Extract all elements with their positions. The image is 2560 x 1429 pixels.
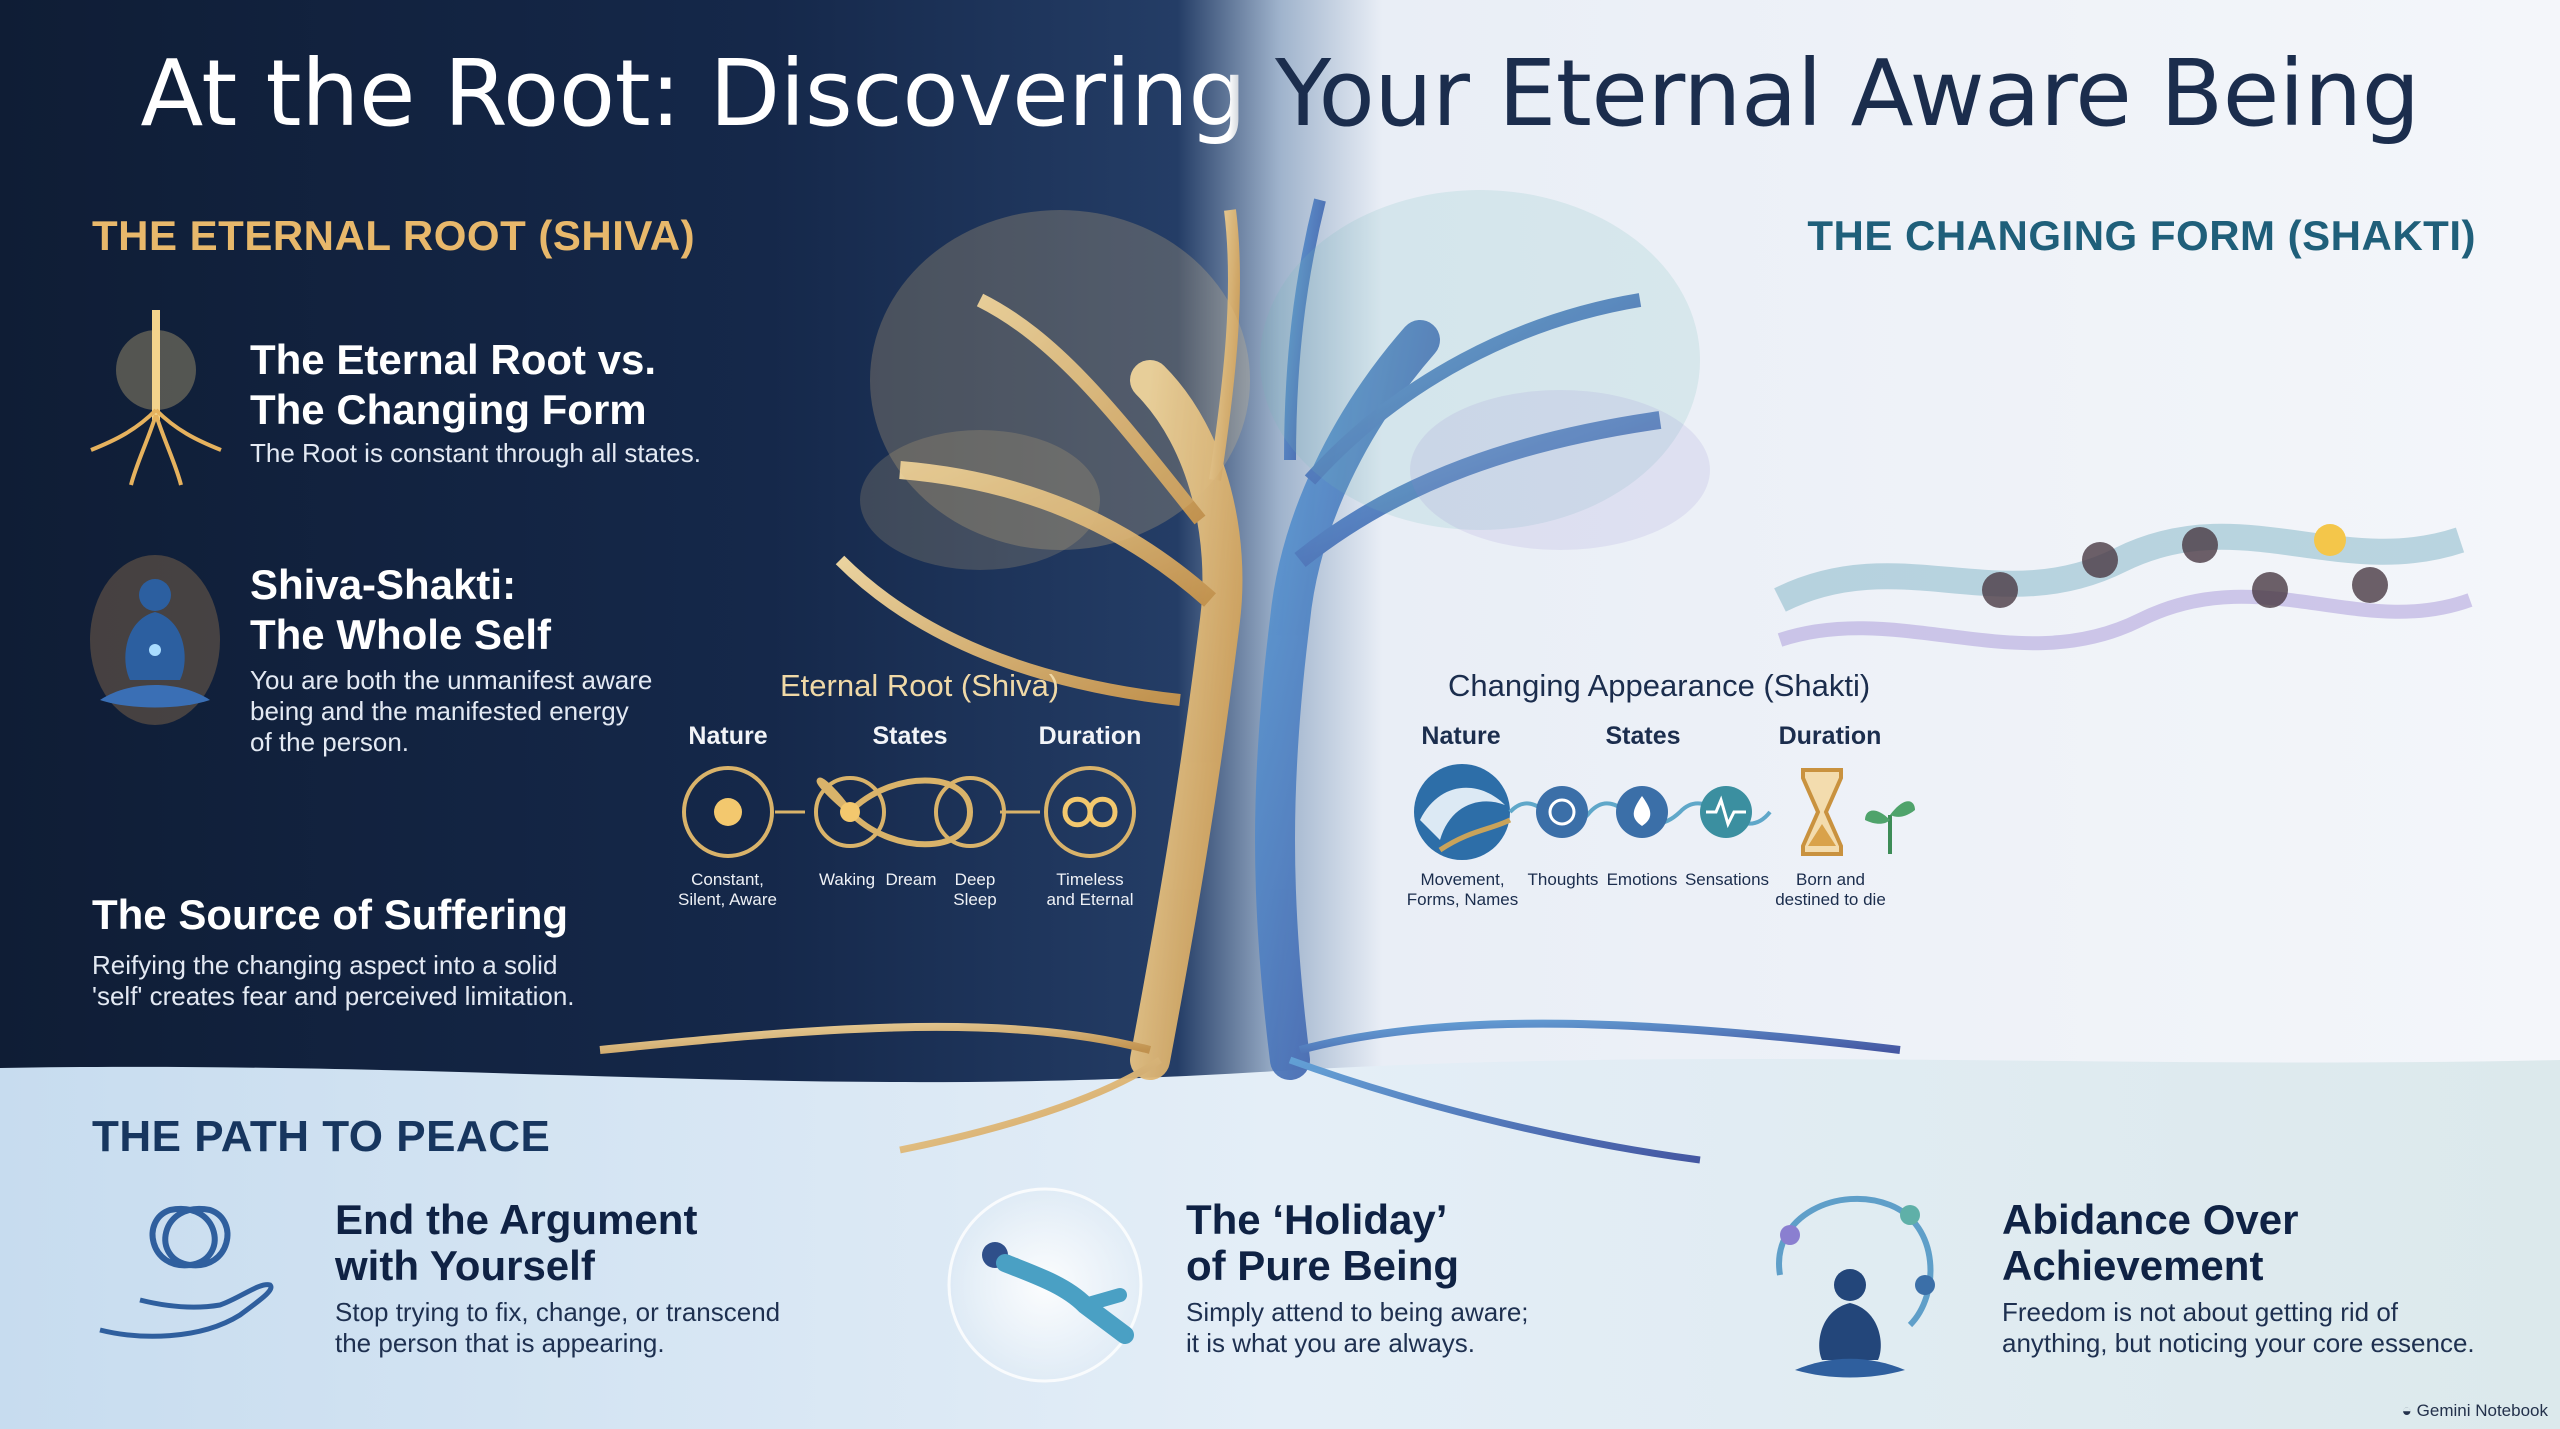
- item1-body: The Root is constant through all states.: [250, 438, 701, 468]
- infinity-icon: [1044, 766, 1136, 858]
- path3-body-line2: anything, but noticing your core essence…: [2002, 1328, 2475, 1358]
- path-to-peace-heading: THE PATH TO PEACE: [92, 1112, 551, 1161]
- path2-body-line2: it is what you are always.: [1186, 1328, 1476, 1358]
- footer-brand: ◒ Gemini Notebook: [2402, 1401, 2548, 1421]
- item1-title-line1: The Eternal Root vs.: [250, 336, 657, 383]
- footer-text: Gemini Notebook: [2416, 1401, 2548, 1420]
- eternal-col-duration: Duration: [1038, 722, 1142, 750]
- item2-body-line1: You are both the unmanifest aware: [250, 665, 653, 695]
- drop-icon: [1616, 786, 1668, 838]
- eternal-col-states: States: [872, 722, 948, 750]
- eternal-cap-deep-1: Deep: [954, 870, 996, 889]
- path1-title-line1: End the Argument: [335, 1196, 698, 1243]
- eternal-root-heading: THE ETERNAL ROOT (SHIVA): [92, 212, 696, 259]
- path2-body-line1: Simply attend to being aware;: [1186, 1297, 1529, 1327]
- head-icon: [1536, 786, 1588, 838]
- meditating-figure-icon: [80, 540, 230, 730]
- changing-col-duration: Duration: [1778, 722, 1882, 750]
- infinity-states-icon: [814, 776, 1006, 848]
- changing-cap-duration-1: Born and: [1796, 870, 1865, 889]
- eternal-cap-waking: Waking: [818, 870, 876, 889]
- path2-title-line1: The ‘Holiday’: [1186, 1196, 1448, 1243]
- eternal-cap-duration-1: Timeless: [1056, 870, 1124, 889]
- sprout-icon: [1865, 801, 1915, 854]
- path2-title-line2: of Pure Being: [1186, 1242, 1460, 1289]
- page-title: At the Root: Discovering Your Eternal Aw…: [0, 40, 2560, 147]
- changing-cap-duration-2: destined to die: [1775, 890, 1886, 909]
- item2-body-line2: being and the manifested energy: [250, 696, 629, 726]
- hourglass-icon: [1801, 768, 1843, 856]
- eternal-cap-duration-2: and Eternal: [1046, 890, 1134, 909]
- item1-title-line2: The Changing Form: [250, 386, 647, 433]
- people-faces: [1982, 527, 2388, 608]
- knot-hand-icon: [90, 1190, 300, 1350]
- path1-title-line2: with Yourself: [335, 1242, 595, 1289]
- item2-body-line3: of the person.: [250, 727, 409, 757]
- sun-icon: [682, 766, 774, 858]
- path3-body-line1: Freedom is not about getting rid of: [2002, 1297, 2399, 1327]
- meditation-swirl-icon: [1750, 1175, 1950, 1385]
- changing-col-nature: Nature: [1421, 722, 1501, 750]
- changing-diagram-icons: [1414, 764, 1915, 860]
- item3-title: The Source of Suffering: [92, 891, 569, 938]
- item3-body-line2: 'self' creates fear and perceived limita…: [92, 981, 575, 1011]
- floating-person-icon: [935, 1175, 1155, 1395]
- changing-diagram-title: Changing Appearance (Shakti): [1448, 668, 1871, 703]
- eternal-diagram-icons: [682, 766, 1136, 858]
- changing-cap-emotions: Emotions: [1606, 870, 1678, 889]
- eternal-diagram-title: Eternal Root (Shiva): [780, 668, 1060, 703]
- changing-form-heading: THE CHANGING FORM (SHAKTI): [1807, 212, 2476, 259]
- path1-body-line2: the person that is appearing.: [335, 1328, 665, 1358]
- golden-root-icon: [76, 300, 226, 490]
- changing-cap-thoughts: Thoughts: [1527, 870, 1599, 889]
- path3-title-line1: Abidance Over: [2002, 1196, 2299, 1243]
- pulse-icon: [1700, 786, 1752, 838]
- changing-cap-nature-1: Movement,: [1420, 870, 1505, 889]
- path3-title-line2: Achievement: [2002, 1242, 2264, 1289]
- changing-cap-sensations: Sensations: [1684, 870, 1770, 889]
- eternal-cap-nature-2: Silent, Aware: [678, 890, 777, 909]
- gemini-logo-icon: ◒: [2401, 1401, 2417, 1420]
- item2-title-line2: The Whole Self: [250, 611, 552, 658]
- item3-body-line1: Reifying the changing aspect into a soli…: [92, 950, 558, 980]
- wave-icon: [1414, 764, 1512, 860]
- path1-body-line1: Stop trying to fix, change, or transcend: [335, 1297, 781, 1327]
- changing-col-states: States: [1605, 722, 1681, 750]
- item2-title-line1: Shiva-Shakti:: [250, 561, 517, 608]
- eternal-cap-dream: Dream: [885, 870, 937, 889]
- changing-cap-nature-2: Forms, Names: [1406, 890, 1519, 909]
- eternal-cap-deep-2: Sleep: [953, 890, 997, 909]
- eternal-col-nature: Nature: [688, 722, 768, 750]
- eternal-cap-nature-1: Constant,: [691, 870, 764, 889]
